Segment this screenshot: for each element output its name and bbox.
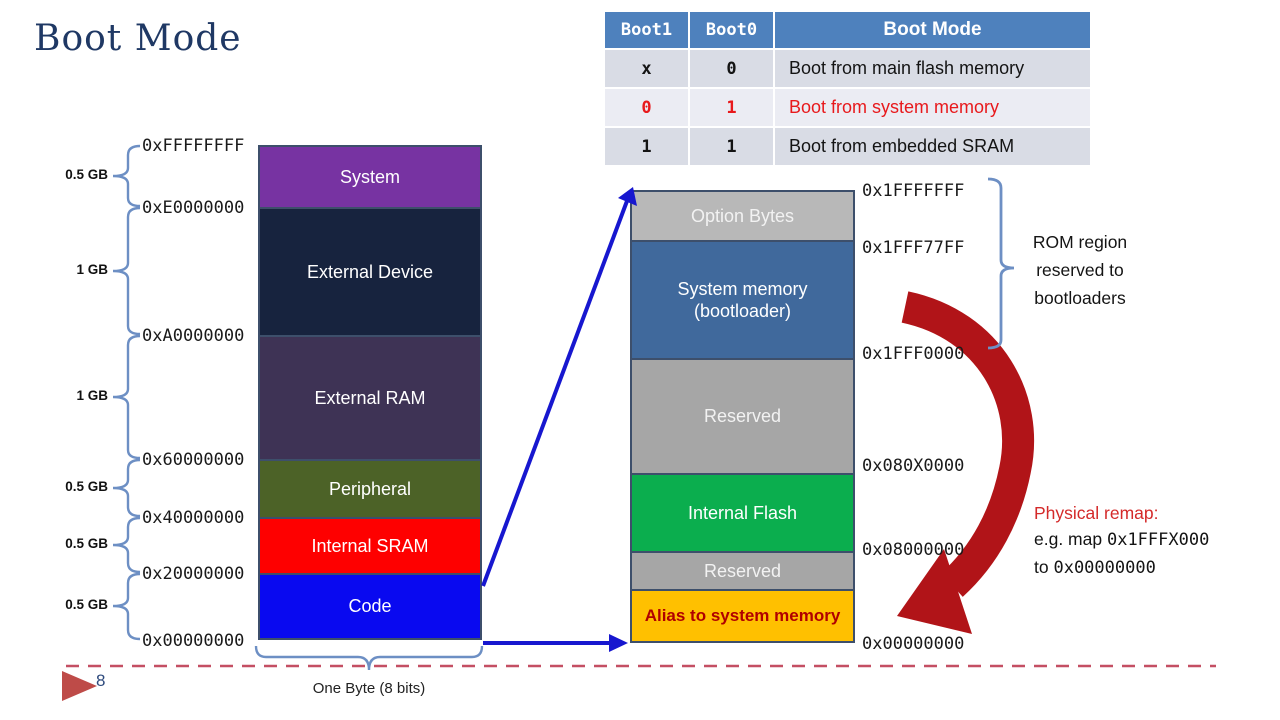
size-label: 0.5 GB bbox=[65, 536, 108, 551]
address-label: 0x1FFF0000 bbox=[862, 344, 965, 364]
table-header-boot1: Boot1 bbox=[605, 12, 688, 48]
size-label: 0.5 GB bbox=[65, 597, 108, 612]
memory-block-code: Code bbox=[260, 573, 480, 638]
table-cell-boot0: 0 bbox=[690, 50, 773, 87]
memory-block-alias-to-system-memory: Alias to system memory bbox=[632, 589, 853, 641]
memory-map-system-level: System External Device External RAM Peri… bbox=[258, 145, 482, 640]
block-label: System memory bbox=[677, 278, 808, 299]
table-cell-mode: Boot from system memory bbox=[775, 89, 1090, 126]
memory-block-peripheral: Peripheral bbox=[260, 459, 480, 517]
table-header-boot0: Boot0 bbox=[690, 12, 773, 48]
address-label: 0x40000000 bbox=[142, 508, 245, 528]
page-title: Boot Mode bbox=[34, 18, 242, 59]
one-byte-note: One Byte (8 bits) bbox=[312, 680, 426, 697]
remap-arrowhead-icon bbox=[897, 549, 972, 634]
remap-note-title: Physical remap: bbox=[1034, 503, 1159, 523]
block-sublabel: (bootloader) bbox=[693, 301, 792, 321]
memory-block-reserved-upper: Reserved bbox=[632, 358, 853, 473]
size-brace bbox=[112, 334, 141, 460]
memory-block-system: System bbox=[260, 147, 480, 207]
remap-example-address: 0x1FFFX000 bbox=[1106, 530, 1210, 551]
remap-note: Physical remap: e.g. map 0x1FFFX000 to 0… bbox=[1034, 500, 1209, 581]
address-label: 0x60000000 bbox=[142, 450, 245, 470]
map-arrow-diagonal-icon bbox=[481, 200, 629, 587]
size-brace bbox=[112, 206, 141, 336]
size-brace-group bbox=[112, 144, 141, 641]
size-brace bbox=[112, 516, 141, 574]
address-label: 0x08000000 bbox=[862, 540, 965, 560]
table-cell-boot1: 1 bbox=[605, 128, 688, 165]
size-brace bbox=[112, 144, 141, 208]
size-label: 0.5 GB bbox=[65, 479, 108, 494]
one-byte-brace bbox=[254, 645, 484, 671]
memory-block-internal-flash: Internal Flash bbox=[632, 473, 853, 551]
map-arrow-horizontal-head-icon bbox=[609, 634, 628, 652]
size-label: 1 GB bbox=[76, 262, 108, 277]
rom-region-brace bbox=[987, 177, 1015, 350]
size-brace bbox=[112, 572, 141, 641]
table-cell-mode: Boot from main flash memory bbox=[775, 50, 1090, 87]
table-cell-mode: Boot from embedded SRAM bbox=[775, 128, 1090, 165]
boot-mode-table: Boot1 Boot0 Boot Mode x 0 Boot from main… bbox=[605, 12, 1092, 165]
memory-block-external-device: External Device bbox=[260, 207, 480, 335]
address-label: 0xE0000000 bbox=[142, 198, 245, 218]
size-label: 1 GB bbox=[76, 388, 108, 403]
address-label: 0x1FFFFFFF bbox=[862, 181, 965, 201]
address-label: 0xA0000000 bbox=[142, 326, 245, 346]
address-label: 0x20000000 bbox=[142, 564, 245, 584]
address-label: 0x00000000 bbox=[142, 631, 245, 651]
memory-map-boot-region: Option Bytes System memory (bootloader) … bbox=[630, 190, 855, 643]
table-cell-boot0: 1 bbox=[690, 128, 773, 165]
memory-block-reserved-lower: Reserved bbox=[632, 551, 853, 589]
page-number: 8 bbox=[96, 671, 106, 690]
remap-target-prefix: to bbox=[1034, 556, 1054, 577]
footer-triangle-icon bbox=[62, 671, 97, 701]
size-label: 0.5 GB bbox=[65, 167, 108, 182]
memory-block-system-memory: System memory (bootloader) bbox=[632, 240, 853, 358]
rom-region-note: ROM region reserved to bootloaders bbox=[1032, 232, 1128, 308]
address-label: 0x00000000 bbox=[862, 634, 965, 654]
table-header-boot-mode: Boot Mode bbox=[775, 12, 1090, 48]
mapping-arrows bbox=[481, 187, 637, 652]
memory-block-external-ram: External RAM bbox=[260, 335, 480, 459]
remap-example-prefix: e.g. map bbox=[1034, 529, 1107, 550]
memory-block-internal-sram: Internal SRAM bbox=[260, 517, 480, 573]
table-cell-boot0: 1 bbox=[690, 89, 773, 126]
remap-target-address: 0x00000000 bbox=[1053, 557, 1156, 578]
address-label: 0xFFFFFFFF bbox=[142, 136, 245, 156]
table-cell-boot1: x bbox=[605, 50, 688, 87]
address-label: 0x1FFF77FF bbox=[862, 238, 965, 258]
size-brace bbox=[112, 458, 141, 518]
address-label: 0x080X0000 bbox=[862, 456, 965, 476]
memory-block-option-bytes: Option Bytes bbox=[632, 192, 853, 240]
table-cell-boot1: 0 bbox=[605, 89, 688, 126]
